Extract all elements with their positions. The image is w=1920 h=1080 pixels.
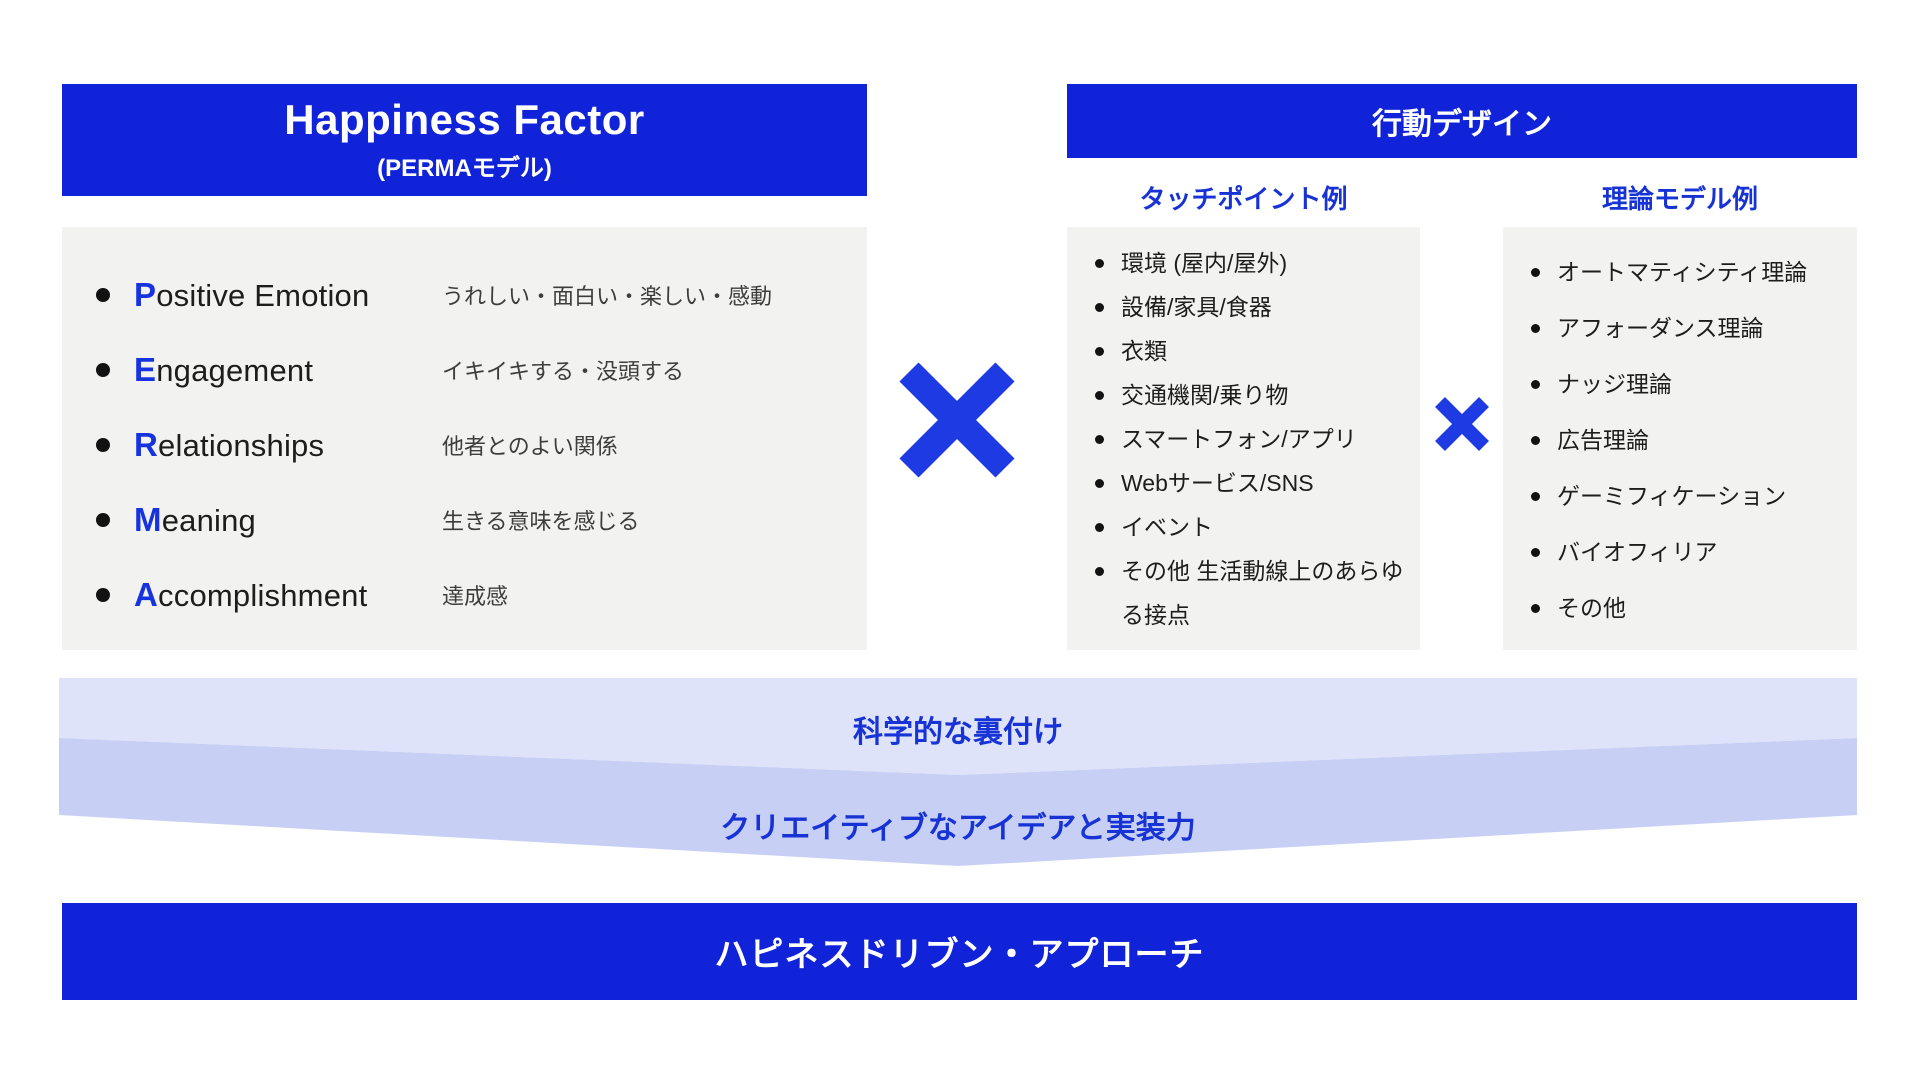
perma-item: Meaning 生きる意味を感じる [62, 482, 867, 557]
bullet-dot-icon [1095, 505, 1121, 549]
theory-item: ナッジ理論 [1531, 356, 1849, 412]
behavior-design-title: 行動デザイン [1372, 108, 1552, 141]
bullet-dot-icon [96, 438, 134, 452]
perma-description: イキイキする・没頭する [442, 358, 685, 384]
touchpoint-item: 設備/家具/食器 [1095, 285, 1412, 329]
touchpoint-item: その他 生活動線上のあらゆる接点 [1095, 549, 1412, 637]
happiness-factor-header: Happiness Factor (PERMAモデル) [62, 84, 867, 196]
theory-item: ゲーミフィケーション [1531, 468, 1849, 524]
perma-model-subtitle: (PERMAモデル) [377, 155, 552, 183]
behavior-design-header: 行動デザイン [1067, 84, 1857, 158]
theory-item: その他 [1531, 580, 1849, 636]
perma-item: Engagement イキイキする・没頭する [62, 332, 867, 407]
bullet-dot-icon [96, 513, 134, 527]
perma-description: 生きる意味を感じる [442, 508, 640, 534]
bullet-dot-icon [1531, 300, 1557, 356]
perma-term: eaning [161, 502, 256, 538]
touchpoint-item: スマートフォン/アプリ [1095, 417, 1412, 461]
touchpoint-item: Webサービス/SNS [1095, 461, 1412, 505]
perma-initial: A [134, 575, 159, 613]
bullet-dot-icon [1531, 244, 1557, 300]
multiply-x-icon-small [1435, 397, 1489, 456]
touchpoint-item: 環境 (屋内/屋外) [1095, 241, 1412, 285]
touchpoint-item: 交通機関/乗り物 [1095, 373, 1412, 417]
multiply-x-icon-large [899, 362, 1015, 483]
touchpoint-item: 衣類 [1095, 329, 1412, 373]
theory-item: バイオフィリア [1531, 524, 1849, 580]
bullet-dot-icon [1531, 356, 1557, 412]
theory-item: オートマティシティ理論 [1531, 244, 1849, 300]
bullet-dot-icon [1531, 524, 1557, 580]
bullet-dot-icon [1531, 468, 1557, 524]
touchpoint-item: イベント [1095, 505, 1412, 549]
happiness-factor-title: Happiness Factor [284, 95, 645, 143]
result-bar: ハピネスドリブン・アプローチ [62, 903, 1857, 1000]
perma-term: ccomplishment [158, 577, 368, 613]
perma-term: ngagement [156, 352, 314, 388]
bullet-dot-icon [1095, 549, 1121, 637]
chevron-bands [59, 678, 1857, 866]
perma-initial: E [134, 350, 157, 388]
perma-term: ositive Emotion [156, 277, 370, 313]
perma-panel: Positive Emotion うれしい・面白い・楽しい・感動 Engagem… [62, 227, 867, 650]
theory-item: アフォーダンス理論 [1531, 300, 1849, 356]
perma-term: elationships [158, 427, 325, 463]
bullet-dot-icon [96, 363, 134, 377]
creative-band-label: クリエイティブなアイデアと実装力 [720, 812, 1196, 845]
theory-panel: オートマティシティ理論 アフォーダンス理論 ナッジ理論 広告理論 ゲーミフィケー… [1503, 227, 1857, 650]
perma-item: Positive Emotion うれしい・面白い・楽しい・感動 [62, 257, 867, 332]
creative-band-shape [59, 738, 1857, 866]
touchpoint-panel: 環境 (屋内/屋外) 設備/家具/食器 衣類 交通機関/乗り物 スマートフォン/… [1067, 227, 1420, 650]
bullet-dot-icon [1095, 329, 1121, 373]
theory-item: 広告理論 [1531, 412, 1849, 468]
bullet-dot-icon [1095, 373, 1121, 417]
perma-item: Accomplishment 達成感 [62, 557, 867, 632]
perma-initial: M [134, 500, 162, 538]
theory-column-header: 理論モデル例 [1601, 184, 1758, 214]
touchpoint-column-header: タッチポイント例 [1139, 184, 1348, 214]
science-band-label: 科学的な裏付け [853, 716, 1063, 749]
bullet-dot-icon [96, 588, 134, 602]
perma-item: Relationships 他者とのよい関係 [62, 407, 867, 482]
bullet-dot-icon [1095, 241, 1121, 285]
bullet-dot-icon [96, 288, 134, 302]
bullet-dot-icon [1095, 417, 1121, 461]
perma-description: 他者とのよい関係 [442, 433, 618, 459]
bullet-dot-icon [1095, 285, 1121, 329]
perma-description: うれしい・面白い・楽しい・感動 [442, 283, 773, 309]
science-band-shape [59, 678, 1857, 775]
bullet-dot-icon [1095, 461, 1121, 505]
perma-initial: P [134, 275, 157, 313]
bullet-dot-icon [1531, 580, 1557, 636]
perma-initial: R [134, 425, 159, 463]
perma-description: 達成感 [442, 583, 509, 609]
bullet-dot-icon [1531, 412, 1557, 468]
result-bar-label: ハピネスドリブン・アプローチ [714, 936, 1205, 974]
